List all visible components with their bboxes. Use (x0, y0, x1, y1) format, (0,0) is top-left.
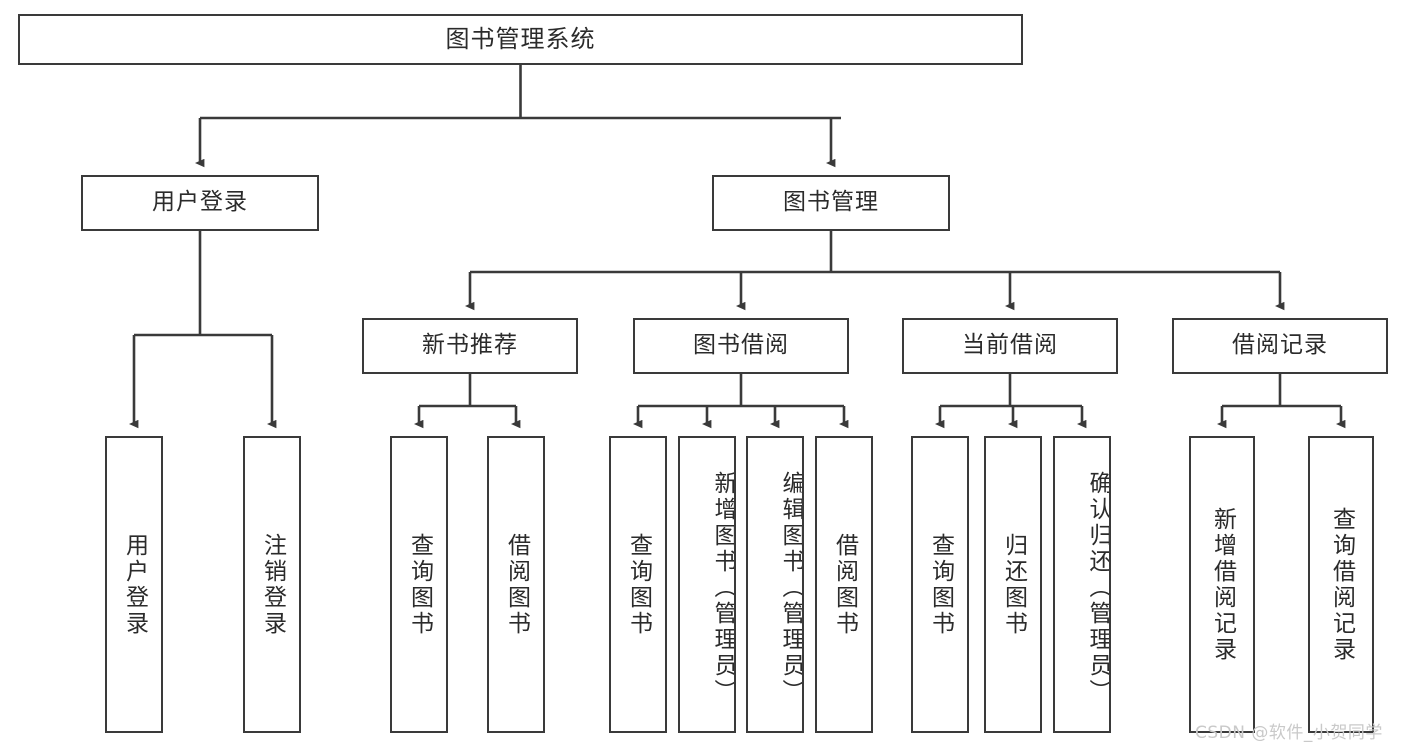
leaf-query-book-1[interactable]: 查询图书 (390, 436, 448, 733)
leaf-logout[interactable]: 注销登录 (243, 436, 301, 733)
leaf-return-book[interactable]: 归还图书 (984, 436, 1042, 733)
node-current-borrow[interactable]: 当前借阅 (902, 318, 1118, 374)
leaf-label: 用户登录 (121, 532, 148, 637)
leaf-edit-book[interactable]: 编辑图书（管理员） (746, 436, 804, 733)
leaf-label: 新增借阅记录 (1209, 506, 1236, 663)
leaf-label: 查询借阅记录 (1328, 506, 1355, 663)
leaf-label: 确认归还（管理员） (1085, 470, 1111, 705)
leaf-label: 查询图书 (927, 532, 954, 637)
leaf-label: 查询图书 (406, 532, 433, 637)
leaf-borrow-book-1[interactable]: 借阅图书 (487, 436, 545, 733)
csdn-watermark: CSDN @软件_小贺同学 (1195, 723, 1383, 743)
node-book-manage[interactable]: 图书管理 (712, 175, 950, 231)
leaf-query-book-2[interactable]: 查询图书 (609, 436, 667, 733)
leaf-add-record[interactable]: 新增借阅记录 (1189, 436, 1255, 733)
leaf-add-book[interactable]: 新增图书（管理员） (678, 436, 736, 733)
leaf-label: 注销登录 (259, 532, 286, 637)
leaf-query-record[interactable]: 查询借阅记录 (1308, 436, 1374, 733)
leaf-label: 新增图书（管理员） (710, 470, 736, 705)
leaf-confirm-return[interactable]: 确认归还（管理员） (1053, 436, 1111, 733)
node-book-borrow[interactable]: 图书借阅 (633, 318, 849, 374)
leaf-label: 编辑图书（管理员） (778, 470, 804, 705)
node-user-login[interactable]: 用户登录 (81, 175, 319, 231)
node-root[interactable]: 图书管理系统 (18, 14, 1023, 65)
leaf-label: 借阅图书 (831, 532, 858, 637)
leaf-borrow-book-2[interactable]: 借阅图书 (815, 436, 873, 733)
leaf-label: 借阅图书 (503, 532, 530, 637)
leaf-label: 查询图书 (625, 532, 652, 637)
leaf-query-book-3[interactable]: 查询图书 (911, 436, 969, 733)
leaf-user-login[interactable]: 用户登录 (105, 436, 163, 733)
leaf-label: 归还图书 (1000, 532, 1027, 637)
node-borrow-record[interactable]: 借阅记录 (1172, 318, 1388, 374)
node-new-book-recommend[interactable]: 新书推荐 (362, 318, 578, 374)
